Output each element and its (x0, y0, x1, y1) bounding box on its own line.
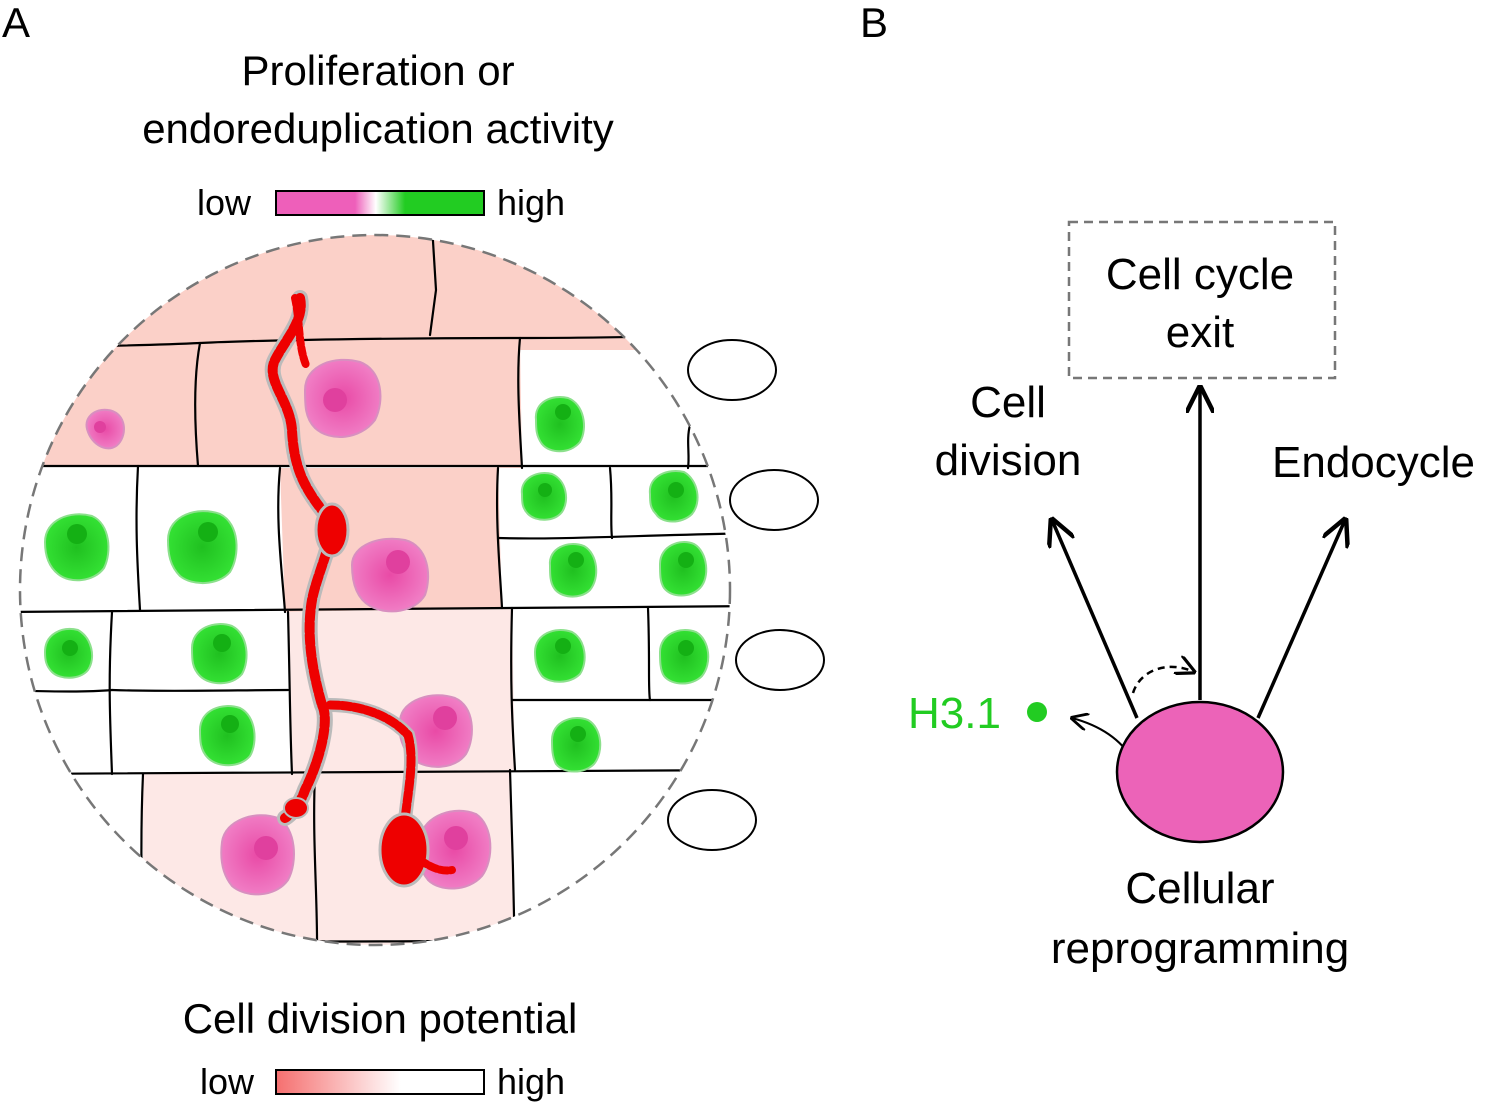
endocycle-label: Endocycle (1272, 438, 1476, 487)
green-nuclei (43, 396, 710, 773)
g2-node (1115, 700, 1285, 844)
fate-arrows (1052, 388, 1345, 719)
top-scale-gradient-bar (275, 190, 485, 216)
h31-label: H3.1 (908, 689, 1001, 738)
cell-cycle-exit-line2: exit (1165, 308, 1235, 357)
top-scale-low-label: low (197, 182, 252, 223)
bottom-scale-low-label: low (200, 1061, 255, 1102)
bottom-scale-high-label: high (497, 1061, 566, 1102)
cellular-reprogramming-line1: Cellular (1125, 864, 1275, 913)
panel-a-title-line1: Proliferation or (241, 47, 515, 94)
cell-cycle-exit-line1: Cell cycle (1105, 250, 1295, 299)
bottom-title: Cell division potential (182, 995, 578, 1042)
tissue-circle-outline (18, 233, 732, 947)
cell-division-line2: division (934, 436, 1082, 485)
h31-dot (1027, 702, 1047, 722)
nematode-path (264, 290, 456, 888)
bottom-scale-gradient-bar (275, 1069, 485, 1095)
panel-b-letter: B (860, 0, 889, 46)
cellular-reprogramming-line2: reprogramming (1050, 924, 1350, 973)
tissue-circle (20, 235, 730, 945)
dashed-curved-arrow (1131, 667, 1194, 694)
layer-oval-c3 (729, 469, 819, 531)
panel-a-letter: A (2, 0, 31, 46)
cell-cycle-exit-box (1067, 220, 1337, 380)
layer-oval-c4 (735, 629, 825, 691)
panel-a-title-line2: endoreduplication activity (142, 105, 614, 152)
layer-oval-c5 (667, 789, 757, 851)
layer-oval-c2 (687, 339, 777, 401)
cell-division-line1: Cell (970, 378, 1046, 427)
pink-nuclei (85, 358, 492, 896)
top-scale-high-label: high (497, 182, 566, 223)
